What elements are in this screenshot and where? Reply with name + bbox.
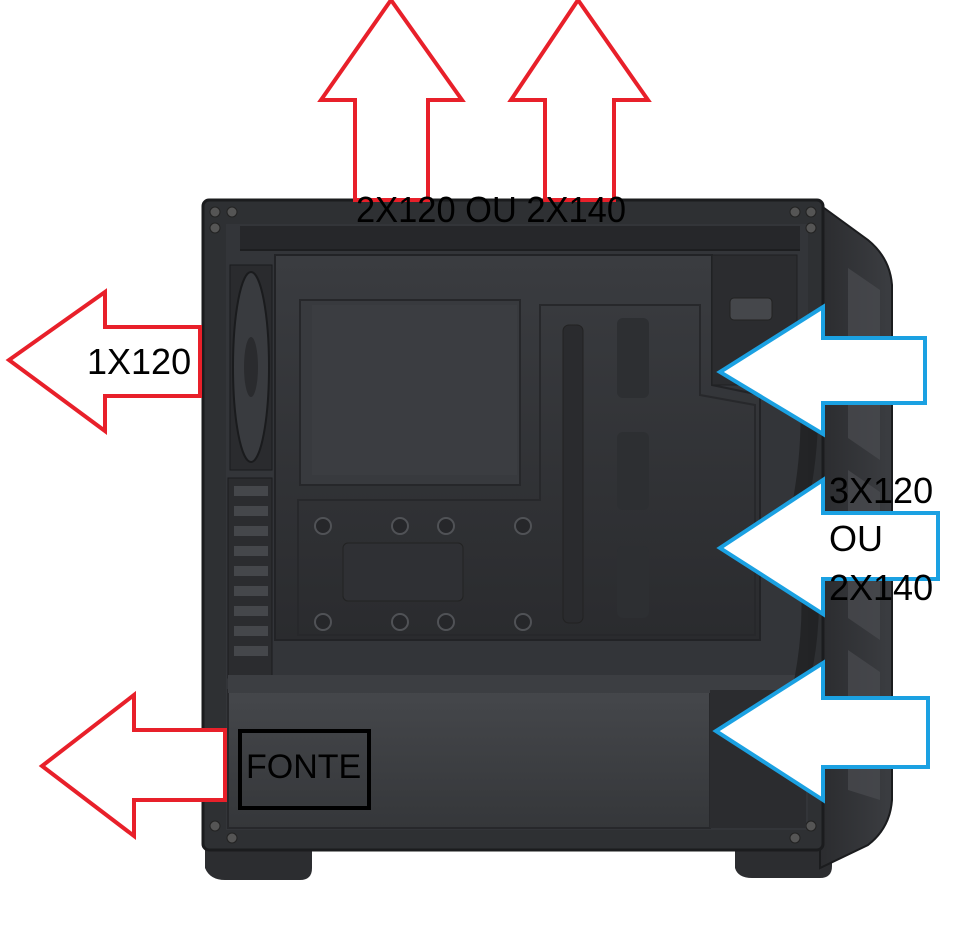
screw: [805, 206, 817, 218]
front-intake-label-line1: 3X120: [829, 470, 933, 511]
pc-case: [201, 198, 893, 880]
screw: [789, 832, 801, 844]
cable-cutout: [617, 546, 649, 618]
screw: [226, 206, 238, 218]
front-intake-label-line3: 2X140: [829, 567, 933, 608]
screw: [805, 820, 817, 832]
case-foot-left: [205, 845, 312, 880]
top-exhaust-label: 2X120 OU 2X140: [356, 189, 626, 230]
rear-exhaust-label: 1X120: [87, 341, 191, 382]
screw: [805, 222, 817, 234]
top-exhaust-arrow-right: [507, 0, 652, 202]
cable-channel: [562, 324, 584, 624]
screw: [209, 206, 221, 218]
rear-exhaust-arrow: [5, 288, 202, 435]
screw: [789, 206, 801, 218]
cable-cutout: [617, 318, 649, 398]
standoffs: [314, 517, 532, 631]
psu-exhaust-arrow: [38, 690, 227, 841]
cable-cutout: [617, 432, 649, 510]
top-vent: [240, 226, 800, 250]
front-intake-label-line2: OU: [829, 518, 883, 559]
psu-label: FONTE: [246, 748, 361, 786]
front-intake-arrow-middle: [716, 476, 940, 618]
psu-label-box: [238, 729, 371, 810]
top-exhaust-arrow-left: [317, 0, 466, 202]
case-foot-right: [735, 848, 832, 878]
psu-shroud: [227, 689, 711, 829]
form-factor-plate: [342, 542, 464, 602]
screw: [209, 820, 221, 832]
rear-fan: [229, 264, 273, 471]
screw: [209, 222, 221, 234]
front-intake-arrow-bottom: [712, 659, 930, 804]
screw: [226, 832, 238, 844]
expansion-slots: [227, 477, 273, 679]
front-intake-arrow-top: [716, 303, 927, 438]
